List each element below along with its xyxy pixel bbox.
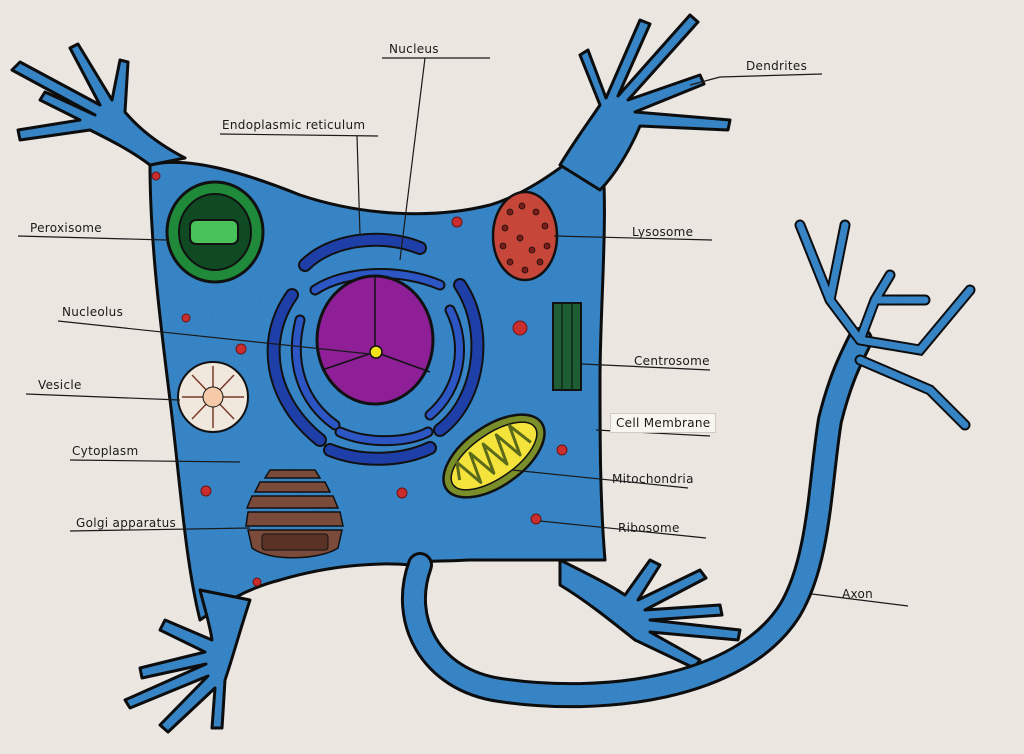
nucleus <box>315 274 435 406</box>
label-lysosome: Lysosome <box>632 225 694 239</box>
label-dendrites: Dendrites <box>746 59 808 73</box>
dendrite-top-right <box>558 13 732 192</box>
axon-fill <box>403 330 870 706</box>
dendrite-top-left <box>10 42 187 167</box>
peroxisome <box>165 180 265 284</box>
label-mitochondria: Mitochondria <box>612 472 694 486</box>
lysosome <box>491 190 559 282</box>
dendrite-bottom-left <box>123 588 252 734</box>
ribosomes <box>151 171 568 587</box>
leader-lines <box>17 57 909 607</box>
label-nucleolus: Nucleolus <box>62 305 124 319</box>
label-golgi-apparatus: Golgi apparatus <box>76 516 177 530</box>
label-ribosome: Ribosome <box>618 521 680 535</box>
golgi-apparatus <box>245 469 344 559</box>
centrosome <box>552 302 582 391</box>
label-centrosome: Centrosome <box>634 354 710 368</box>
label-nucleus: Nucleus <box>389 42 439 56</box>
vesicle <box>177 361 249 433</box>
mitochondria <box>442 413 546 499</box>
label-cell-membrane: Cell Membrane <box>610 413 717 433</box>
label-peroxisome: Peroxisome <box>30 221 102 235</box>
nucleolus <box>369 345 383 359</box>
label-vesicle: Vesicle <box>38 378 82 392</box>
endoplasmic-reticulum <box>266 232 485 466</box>
axon-terminals <box>794 219 976 431</box>
label-cytoplasm: Cytoplasm <box>72 444 139 458</box>
label-endoplasmic-reticulum: Endoplasmic reticulum <box>222 118 366 132</box>
label-axon: Axon <box>842 587 874 601</box>
dendrite-bottom-right <box>558 558 742 670</box>
